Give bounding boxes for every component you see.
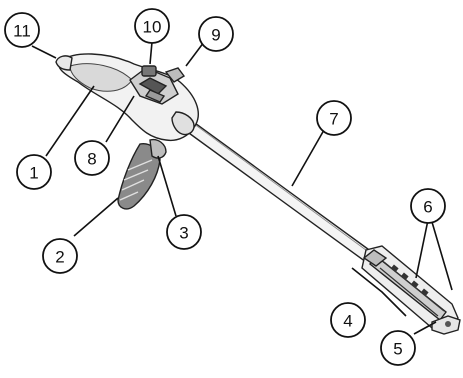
callout-3-label: 3 (179, 224, 188, 243)
callouts: 1 2 3 4 5 6 7 8 (4, 8, 446, 366)
callout-11-label: 11 (13, 22, 31, 41)
callout-3: 3 (166, 214, 202, 250)
callout-9: 9 (198, 16, 234, 52)
leader-line-3 (157, 155, 177, 217)
leader-line-1 (45, 85, 95, 157)
leader-line-9 (185, 41, 205, 67)
leader-line-7 (291, 129, 325, 187)
trigger (117, 138, 167, 210)
leader-line-10 (149, 41, 153, 65)
callout-1-label: 1 (29, 164, 38, 183)
callout-5-label: 5 (393, 340, 402, 359)
leader-line-6b (431, 221, 453, 291)
callout-9-label: 9 (211, 26, 220, 45)
jaw-assembly (361, 245, 461, 335)
callout-1: 1 (16, 154, 52, 190)
top-controls (129, 65, 186, 105)
leader-lines (31, 41, 453, 335)
callout-4: 4 (330, 302, 366, 338)
callout-2-label: 2 (55, 248, 64, 267)
leader-line-6a (415, 219, 429, 279)
leader-line-11 (31, 45, 57, 59)
callout-10: 10 (134, 8, 170, 44)
callout-8-label: 8 (87, 150, 96, 169)
leader-line-2 (73, 197, 119, 237)
shaft (181, 116, 373, 264)
callout-7: 7 (316, 100, 352, 136)
leader-line-8 (105, 95, 135, 143)
leader-line-5 (413, 321, 437, 335)
callout-4-label: 4 (343, 312, 352, 331)
callout-10-label: 10 (143, 18, 162, 37)
callout-7-label: 7 (329, 110, 338, 129)
callout-6-label: 6 (423, 198, 432, 217)
device-illustration (55, 53, 461, 335)
callout-5: 5 (380, 330, 416, 366)
callout-8: 8 (74, 140, 110, 176)
callout-6: 6 (410, 188, 446, 224)
callout-11: 11 (4, 12, 40, 48)
callout-2: 2 (42, 238, 78, 274)
handle-body (55, 53, 199, 142)
leader-line-4 (351, 267, 407, 317)
